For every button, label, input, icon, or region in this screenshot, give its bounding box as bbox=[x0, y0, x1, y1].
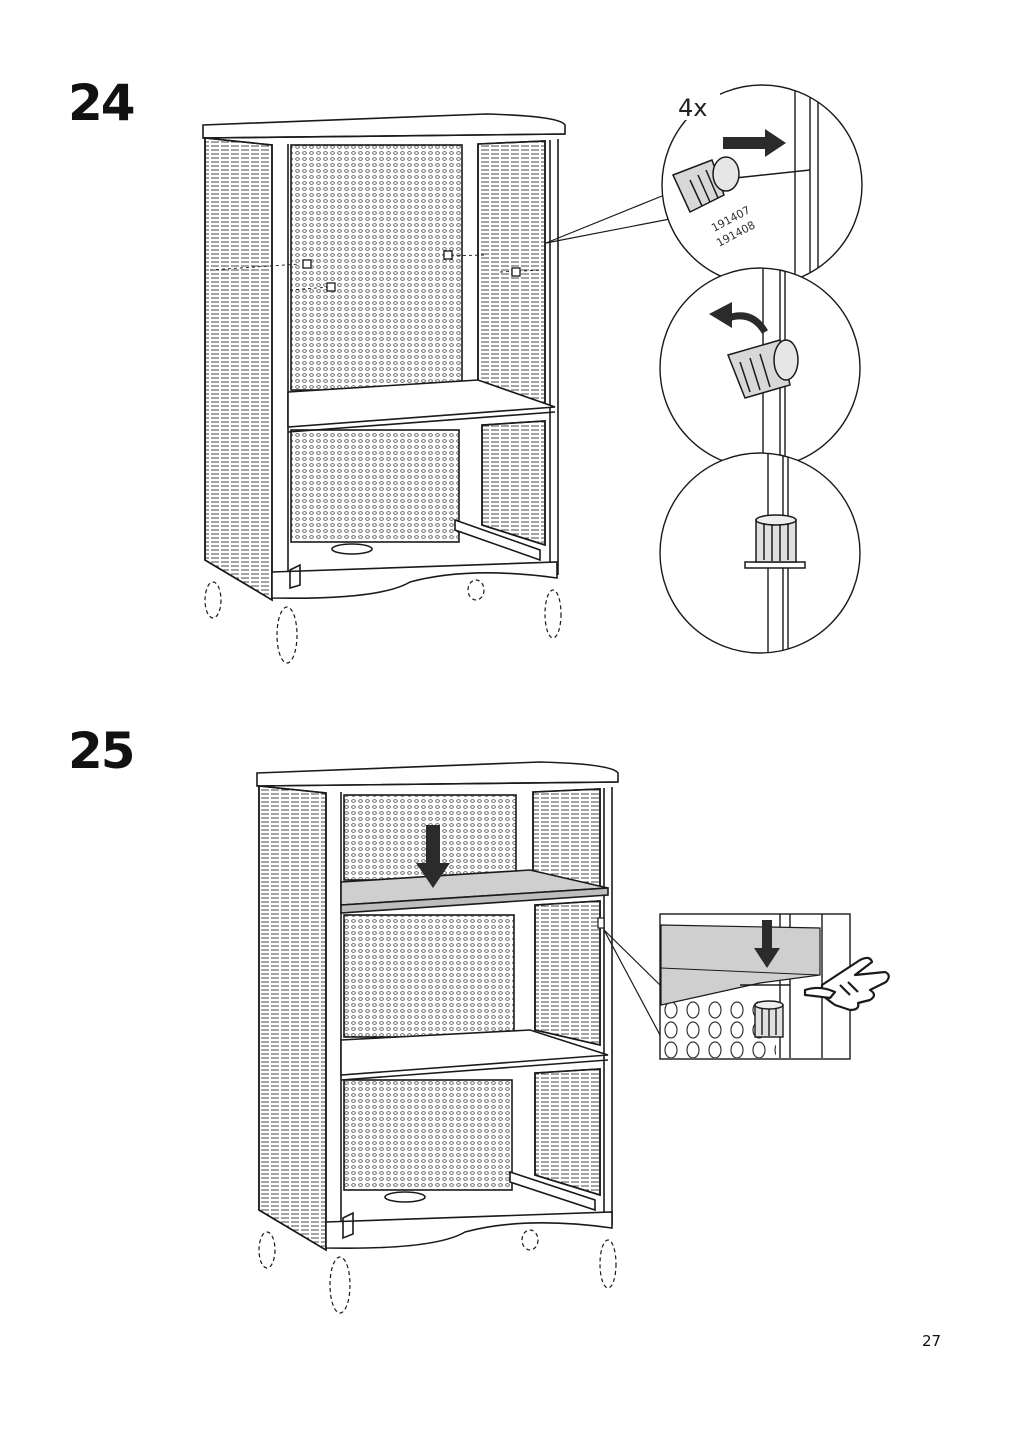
arrow-right-icon bbox=[723, 129, 786, 157]
detail-circle-insert-pins bbox=[661, 84, 863, 286]
detail-circle-rotate-pin bbox=[659, 267, 861, 469]
cabinet-step-24 bbox=[202, 113, 676, 664]
quantity-label: 4x bbox=[678, 94, 707, 122]
step-25-number: 25 bbox=[68, 722, 136, 780]
rotate-arrow-icon bbox=[709, 302, 769, 334]
hand-press-icon bbox=[803, 956, 890, 1012]
detail-box-shelf-placement bbox=[659, 913, 851, 1060]
detail-circle-pin-seated bbox=[659, 452, 861, 654]
step-24-number: 24 bbox=[68, 74, 136, 132]
arrow-down-icon bbox=[416, 825, 450, 888]
page-number: 27 bbox=[922, 1332, 942, 1350]
cabinet-step-25 bbox=[256, 761, 661, 1314]
shelf-pin-icon bbox=[671, 156, 740, 214]
